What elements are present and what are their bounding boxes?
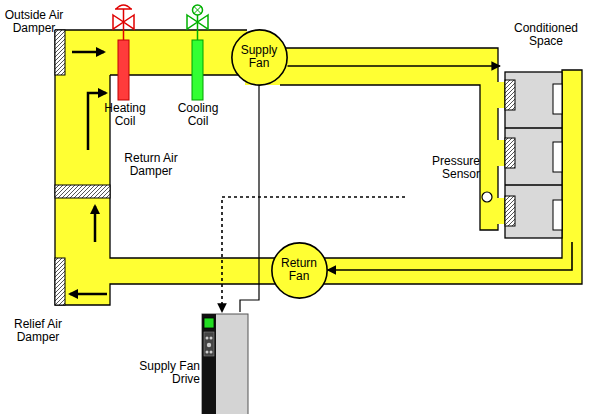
- damper-label: Relief Air Damper: [2, 318, 74, 344]
- node-label: Return Fan: [271, 257, 328, 283]
- node-label: Supply Fan: [231, 44, 288, 70]
- conditioned-space-shape: [500, 22, 592, 242]
- coil-label: Cooling Coil: [172, 102, 224, 128]
- node-label: Pressure Sensor: [405, 155, 480, 181]
- node-text-group: Supply Fan Drive: [130, 360, 200, 386]
- conditioned-space: Conditioned Space: [500, 22, 592, 242]
- pressure-sensor: Pressure Sensor: [405, 155, 495, 205]
- return-air-arrow: [328, 242, 573, 270]
- node-text-group: Conditioned Space: [500, 22, 592, 48]
- return-fan: Return Fan: [271, 242, 328, 299]
- node-text-group: Pressure Sensor: [405, 155, 480, 181]
- node-text-group: Supply Fan: [231, 44, 288, 70]
- node-text-group: Return Fan: [271, 257, 328, 283]
- coil-label: Heating Coil: [100, 102, 150, 128]
- node-label: Supply Fan Drive: [130, 360, 200, 386]
- supply-fan-drive: Supply Fan Drive: [130, 312, 250, 414]
- pressure-signal-line: [222, 197, 405, 312]
- supply-fan: Supply Fan: [231, 29, 288, 86]
- damper-label: Outside Air Damper: [0, 9, 68, 35]
- damper-label: Return Air Damper: [118, 152, 184, 178]
- node-label: Conditioned Space: [500, 22, 592, 48]
- fan-power-wire: [240, 86, 259, 313]
- supply-air-arrow: [288, 65, 501, 67]
